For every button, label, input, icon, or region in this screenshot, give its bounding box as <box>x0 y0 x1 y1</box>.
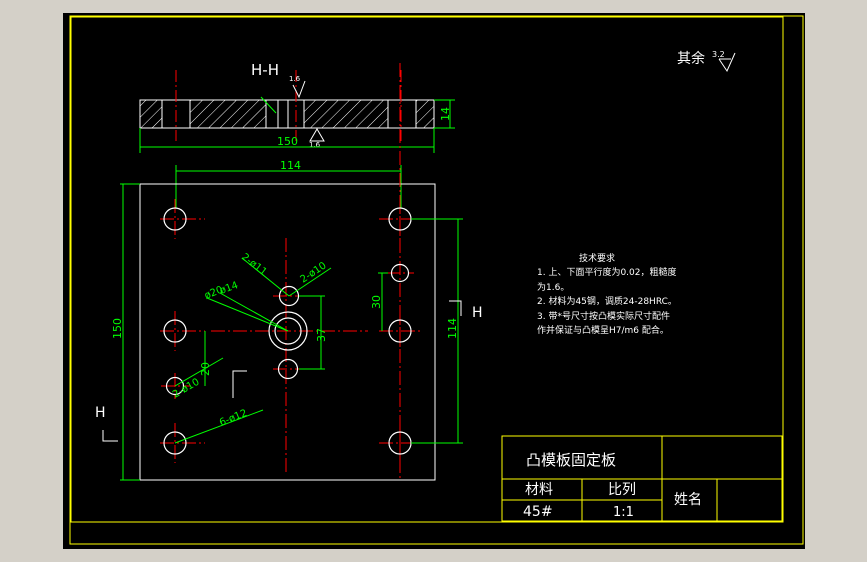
inner-frame <box>70 16 784 523</box>
view-corner-marker <box>232 370 247 398</box>
note-line-3: 2. 材料为45钢，调质24-28HRC。 <box>537 295 677 307</box>
marker-left-text: H <box>95 405 106 421</box>
notes-heading: 技术要求 <box>579 252 615 264</box>
callout-bore-inner: ø14 <box>218 280 239 297</box>
material-label: 材料 <box>525 482 553 498</box>
title-block <box>501 435 783 522</box>
roughness-note: 其余 3.2 <box>677 50 736 73</box>
dim-hole-span-x-text: 114 <box>280 159 301 172</box>
centerlines <box>160 63 423 478</box>
roughness-note-text: 其余 <box>677 50 705 67</box>
part-name: 凸模板固定板 <box>526 451 616 469</box>
marker-right-text: H <box>472 305 483 321</box>
roughness-default-value: 3.2 <box>712 50 725 59</box>
hole-callouts: 2-ø11 2-ø10 ø20 ø14 2-ø10 6-ø12 <box>171 252 332 444</box>
dim-height-text: 150 <box>111 318 124 339</box>
note-line-5: 作并保证与凸模呈H7/m6 配合。 <box>537 324 669 336</box>
dim-20-text: 20 <box>199 362 212 376</box>
technical-notes: 技术要求 1. 上、下面平行度为0.02，粗糙度 为1.6。 2. 材料为45钢… <box>537 252 677 336</box>
scale-label: 比列 <box>608 482 636 498</box>
dim-width-overall: 150 <box>139 128 435 153</box>
note-line-1: 1. 上、下面平行度为0.02，粗糙度 <box>537 266 677 278</box>
scale-value: 1:1 <box>613 505 634 520</box>
dim-hole-span-y-text: 114 <box>446 318 459 339</box>
roughness-bottom: 1.6 <box>309 141 321 149</box>
dim-center-offset: 37 <box>299 295 328 370</box>
drawing-viewport[interactable]: 其余 3.2 H-H 14 1.6 1.6 150 <box>63 13 805 549</box>
dim-lower-offset: 20 <box>199 331 212 386</box>
dim-width-text: 150 <box>277 135 298 148</box>
section-marker-right: H <box>449 300 483 321</box>
dim-hole-span-y: 114 <box>411 218 463 444</box>
roughness-symbol-icon <box>718 52 736 73</box>
note-line-4: 3. 带*号尺寸按凸模实际尺寸配件 <box>537 310 670 322</box>
callout-2-11: 2-ø11 <box>239 252 268 278</box>
dim-height-overall: 150 <box>111 183 140 481</box>
section-marker-left: H <box>95 405 118 442</box>
dim-37-text: 37 <box>315 328 328 342</box>
section-view: 14 1.6 1.6 <box>139 70 455 149</box>
section-label: H-H <box>251 61 279 79</box>
dim-small-offset: 30 <box>370 272 388 331</box>
dim-30-text: 30 <box>370 295 383 309</box>
plate-outline <box>139 183 436 481</box>
roughness-top: 1.6 <box>289 75 301 83</box>
holes <box>163 207 412 455</box>
dim-thickness: 14 <box>439 107 452 121</box>
callout-screw-holes: 6-ø12 <box>218 408 249 429</box>
material-value: 45# <box>523 504 553 520</box>
name-label: 姓名 <box>674 492 702 508</box>
note-line-2: 为1.6。 <box>537 281 569 293</box>
dim-hole-span-x: 114 <box>175 159 402 208</box>
outer-frame <box>69 15 804 545</box>
callout-pin-holes: 2-ø10 <box>171 377 201 401</box>
